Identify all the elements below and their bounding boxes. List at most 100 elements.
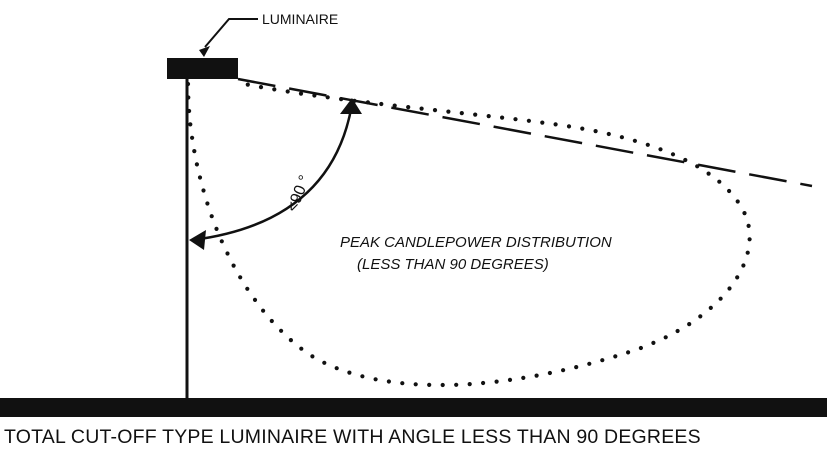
distribution-dot (427, 382, 432, 387)
distribution-dot (663, 335, 668, 340)
distribution-dot (252, 297, 258, 302)
distribution-dot (298, 91, 304, 96)
distribution-dot (406, 105, 411, 110)
distribution-dot (613, 354, 618, 359)
distribution-dot (201, 188, 206, 193)
distribution-dot (459, 111, 464, 116)
distribution-dot (454, 382, 459, 387)
distribution-dot (373, 377, 378, 382)
distribution-dot (467, 382, 472, 387)
distribution-dot (272, 87, 277, 92)
distribution-dot (197, 175, 203, 180)
distribution-dot (600, 358, 605, 363)
distribution-dot (258, 85, 264, 90)
distribution-dot (279, 328, 284, 333)
distribution-dot (638, 345, 644, 351)
distribution-dot (593, 129, 598, 134)
distribution-dot (521, 375, 526, 380)
distribution-dot (231, 263, 236, 268)
distribution-label-line1: PEAK CANDLEPOWER DISTRIBUTION (340, 234, 612, 251)
distribution-dot (698, 314, 703, 319)
distribution-dot (312, 93, 317, 98)
angle-arrowhead-pole (189, 230, 206, 250)
distribution-dot (413, 382, 418, 387)
distribution-dot (727, 286, 732, 291)
distribution-dot (419, 106, 424, 111)
distribution-dot (446, 109, 451, 114)
luminaire-label: LUMINAIRE (262, 11, 338, 27)
distribution-dot (606, 131, 611, 137)
distribution-dot (322, 360, 327, 365)
distribution-dot (347, 370, 352, 375)
distribution-dot (261, 308, 266, 313)
distribution-dot (187, 108, 192, 114)
distribution-dot (513, 117, 518, 122)
distribution-dot (432, 108, 438, 113)
angle-arc (192, 103, 354, 242)
distribution-dot (379, 101, 384, 107)
ground-bar (0, 398, 827, 417)
distribution-dot (269, 318, 274, 324)
distribution-dot (285, 89, 290, 94)
distribution-dot (658, 147, 663, 152)
distribution-dot (645, 142, 650, 147)
distribution-dot (238, 275, 243, 280)
distribution-dot (534, 373, 539, 378)
distribution-dot (507, 377, 513, 382)
distribution-dot (741, 263, 746, 268)
distribution-dot (334, 366, 339, 371)
distribution-dot (481, 380, 486, 386)
distribution-dot (745, 250, 750, 255)
distribution-dot (687, 322, 692, 327)
distribution-dot (553, 122, 558, 127)
distribution-dot (727, 188, 732, 194)
distribution-dot (386, 379, 391, 384)
distribution-dot (209, 214, 214, 219)
distribution-dot (190, 135, 195, 140)
distribution-dot (587, 361, 592, 366)
distribution-dot (717, 179, 722, 184)
distribution-dot (299, 346, 304, 351)
distribution-dot (547, 370, 553, 376)
distribution-dot (566, 124, 572, 129)
distribution-dot (632, 138, 638, 143)
distribution-dot (192, 149, 197, 154)
distribution-dot (675, 328, 680, 334)
distribution-dot (683, 157, 688, 163)
distribution-dot (580, 126, 585, 131)
distribution-dot (325, 95, 330, 100)
distribution-label-line2: (LESS THAN 90 DEGREES) (357, 256, 549, 273)
distribution-dot (440, 382, 445, 388)
distribution-dot (561, 368, 566, 373)
distribution-dot (626, 350, 631, 355)
distribution-dot (500, 115, 505, 120)
luminaire-leader-arrowhead (199, 46, 210, 57)
distribution-dot (214, 226, 219, 231)
distribution-dot (540, 120, 545, 125)
luminaire-body (167, 58, 238, 79)
luminaire-leader-line (204, 18, 258, 48)
angle-label: <90 ° (284, 173, 314, 215)
distribution-dot (310, 354, 315, 359)
distribution-dot (574, 365, 579, 370)
distribution-dot (619, 135, 625, 140)
candlepower-distribution-curve (185, 81, 752, 388)
distribution-dot (219, 239, 224, 244)
distribution-dot (205, 201, 210, 206)
distribution-dot (708, 305, 713, 310)
angle-arrowhead-top (340, 98, 362, 114)
cutoff-dashed-line (237, 77, 813, 188)
distribution-dot (494, 379, 499, 384)
distribution-dot (670, 152, 676, 157)
distribution-dot (392, 103, 397, 108)
distribution-dot (360, 374, 365, 379)
distribution-dot (365, 100, 370, 105)
distribution-dot (706, 171, 711, 176)
distribution-dot (718, 296, 723, 301)
distribution-dot (225, 251, 230, 256)
distribution-dot (473, 112, 478, 117)
diagram-caption: TOTAL CUT-OFF TYPE LUMINAIRE WITH ANGLE … (4, 426, 701, 448)
distribution-dot (735, 199, 740, 204)
distribution-dot (194, 162, 199, 167)
